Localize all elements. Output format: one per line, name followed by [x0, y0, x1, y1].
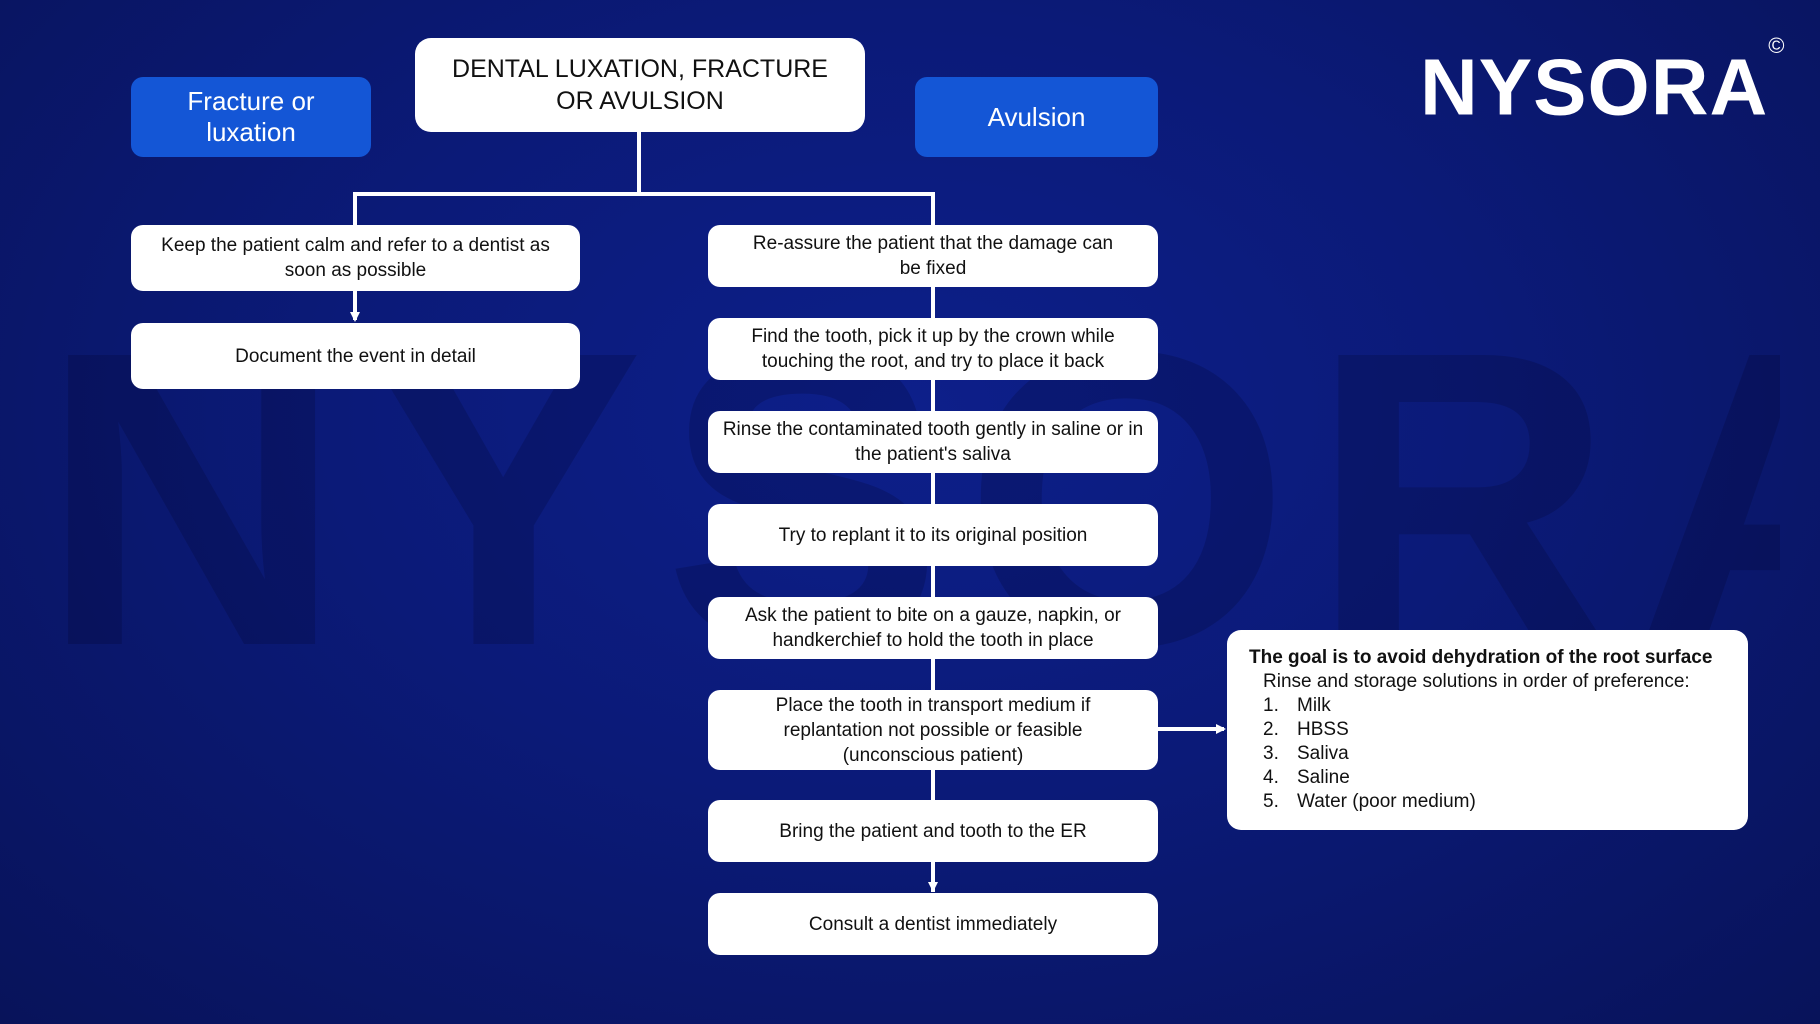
left-step-text: Document the event in detail — [235, 345, 476, 367]
right-step-8: Consult a dentist immediately — [708, 893, 1158, 955]
right-step-text: Try to replant it to its original positi… — [778, 524, 1088, 546]
branch-left-label: Fracture or luxation — [187, 86, 315, 147]
list-item: 5. Water (poor medium) — [1263, 790, 1728, 814]
list-item-text: Saliva — [1297, 743, 1349, 764]
list-item: 2. HBSS — [1263, 718, 1728, 742]
copyright-mark: © — [1768, 33, 1786, 58]
right-step-text: Ask the patient to bite on a gauze, napk… — [744, 605, 1122, 651]
right-step-text: Rinse the contaminated tooth gently in s… — [722, 419, 1144, 465]
list-item-text: HBSS — [1297, 719, 1349, 740]
nysora-logo: NYSORA© — [1420, 33, 1785, 128]
left-step-text: Keep the patient calm and refer to a den… — [161, 235, 550, 281]
list-item-text: Saline — [1297, 767, 1350, 788]
right-step-2: Find the tooth, pick it up by the crown … — [708, 318, 1158, 380]
left-step-1: Keep the patient calm and refer to a den… — [131, 225, 580, 291]
list-item: 4. Saline — [1263, 766, 1728, 790]
logo-text: NYSORA — [1420, 42, 1769, 132]
list-item: 3. Saliva — [1263, 742, 1728, 766]
right-step-text: Find the tooth, pick it up by the crown … — [751, 326, 1115, 372]
right-step-1: Re-assure the patient that the damage ca… — [708, 225, 1158, 287]
note-subheading: Rinse and storage solutions in order of … — [1263, 671, 1690, 692]
title-box: DENTAL LUXATION, FRACTURE OR AVULSION — [415, 38, 865, 132]
branch-fracture-luxation: Fracture or luxation — [131, 77, 371, 157]
branch-avulsion: Avulsion — [915, 77, 1158, 157]
right-step-3: Rinse the contaminated tooth gently in s… — [708, 411, 1158, 473]
storage-solutions-list: 1. Milk 2. HBSS 3. Saliva 4. Saline 5. Water … — [1249, 694, 1728, 814]
list-item-number: 5. — [1263, 791, 1279, 812]
list-item-number: 4. — [1263, 767, 1279, 788]
page-title: DENTAL LUXATION, FRACTURE OR AVULSION — [452, 55, 828, 115]
right-step-5: Ask the patient to bite on a gauze, napk… — [708, 597, 1158, 659]
left-step-2: Document the event in detail — [131, 323, 580, 389]
list-item-number: 1. — [1263, 695, 1279, 716]
branch-split-line — [353, 192, 935, 225]
list-item-number: 2. — [1263, 719, 1279, 740]
storage-solutions-note: The goal is to avoid dehydration of the … — [1227, 630, 1748, 830]
right-step-text: Consult a dentist immediately — [808, 913, 1058, 935]
branch-right-label: Avulsion — [987, 101, 1086, 132]
right-step-7: Bring the patient and tooth to the ER — [708, 800, 1158, 862]
right-step-text: Place the tooth in transport medium if r… — [775, 694, 1091, 766]
list-item-text: Water (poor medium) — [1297, 791, 1476, 812]
right-step-6: Place the tooth in transport medium if r… — [708, 690, 1158, 770]
right-step-text: Bring the patient and tooth to the ER — [779, 820, 1087, 842]
list-item-number: 3. — [1263, 743, 1279, 764]
list-item: 1. Milk — [1263, 694, 1728, 718]
list-item-text: Milk — [1297, 695, 1331, 716]
right-step-4: Try to replant it to its original positi… — [708, 504, 1158, 566]
note-heading: The goal is to avoid dehydration of the … — [1249, 647, 1713, 668]
right-step-text: Re-assure the patient that the damage ca… — [752, 233, 1114, 279]
